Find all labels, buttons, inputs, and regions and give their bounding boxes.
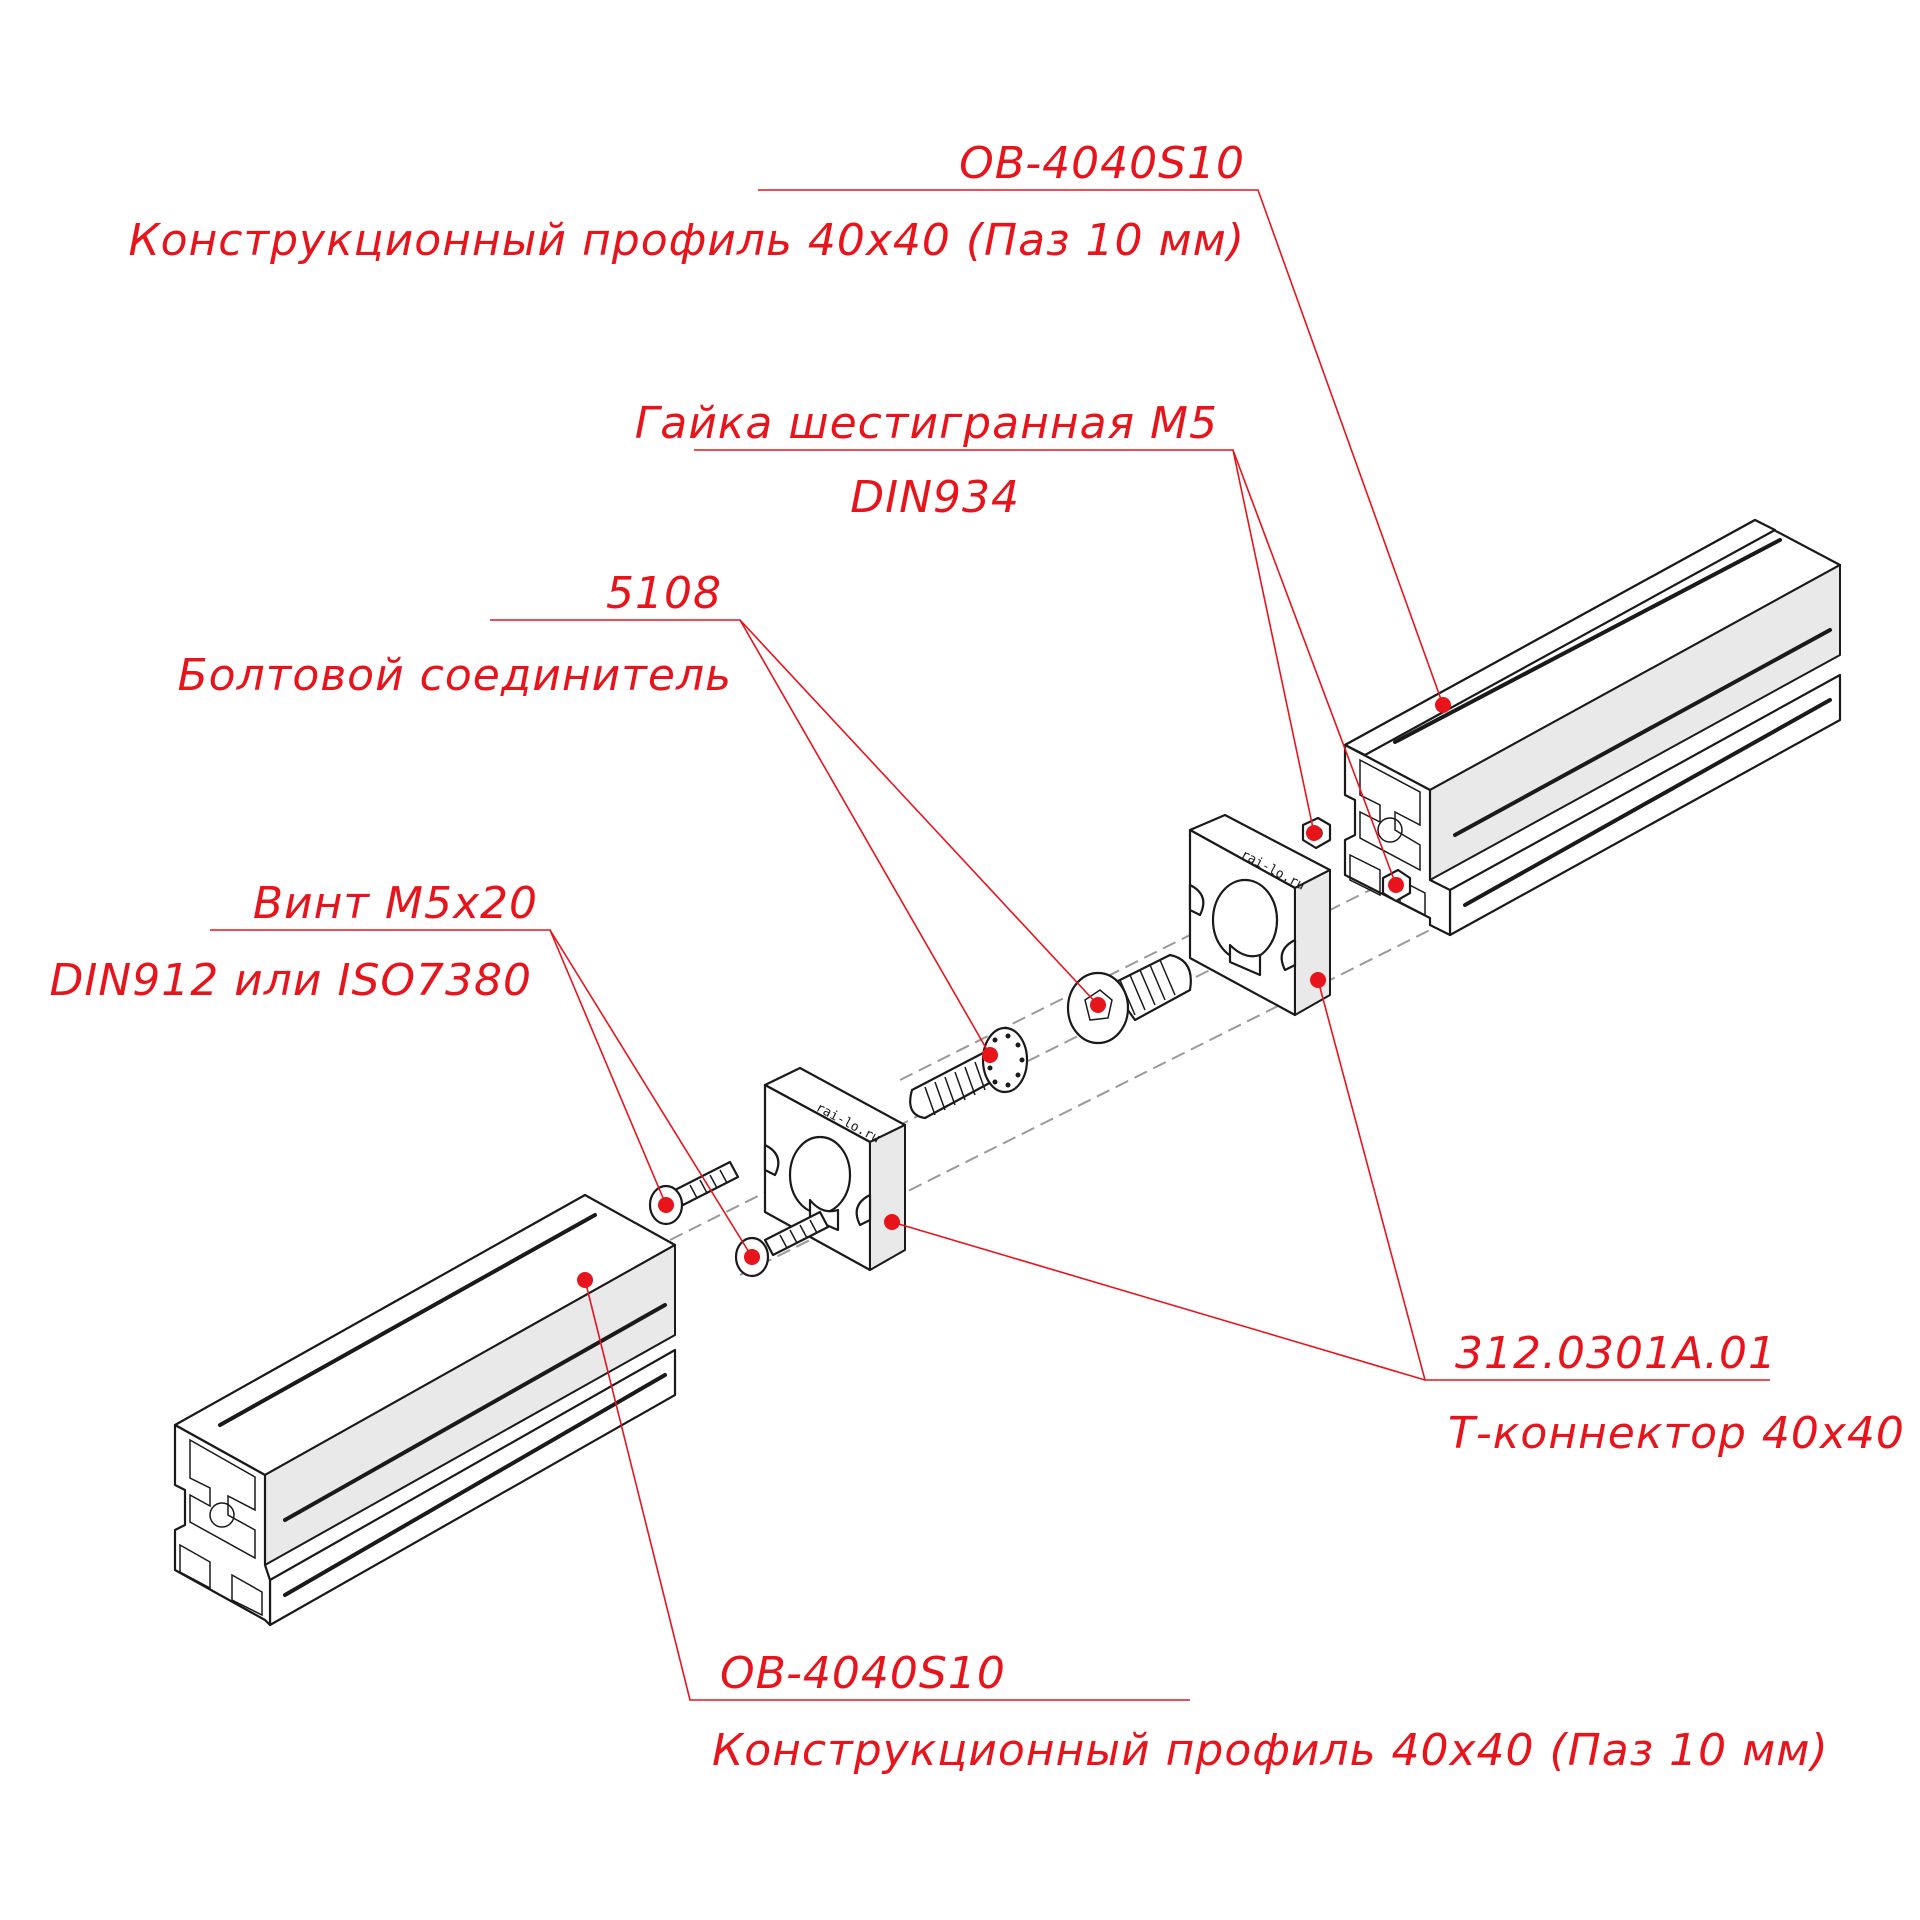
profile-bottom-name: Конструкционный профиль 40х40 (Паз 10 мм… (712, 1725, 1829, 1776)
callout-hex-nut: Гайка шестигранная М5 DIN934 (635, 398, 1218, 523)
callout-t-connector: 312.0301А.01 Т-коннектор 40х40 (1448, 1328, 1905, 1459)
bolt-connector-code: 5108 (606, 568, 722, 619)
bolt-connector-lower (909, 1026, 1029, 1120)
screw-name: DIN912 или ISO7380 (49, 955, 532, 1006)
socket-head-screw (648, 1160, 740, 1226)
bolt-connector-name: Болтовой соединитель (177, 650, 732, 701)
callout-profile-bottom: OB-4040S10 Конструкционный профиль 40х40… (712, 1648, 1829, 1776)
bolt-connector-upper (1066, 953, 1192, 1045)
profile-top-name: Конструкционный профиль 40х40 (Паз 10 мм… (128, 215, 1245, 266)
t-connector-code: 312.0301А.01 (1455, 1328, 1777, 1379)
callout-profile-top: OB-4040S10 Конструкционный профиль 40х40… (128, 138, 1245, 266)
profile-lower (173, 1193, 677, 1627)
profile-upper (1343, 518, 1842, 937)
t-connector-lower: rai-lo.ru (763, 1066, 907, 1272)
screw-code: Винт М5х20 (253, 878, 538, 929)
t-connector-name: Т-коннектор 40х40 (1448, 1408, 1905, 1459)
profile-bottom-code: OB-4040S10 (720, 1648, 1006, 1699)
profile-upper-end-face (1343, 743, 1452, 937)
profile-lower-end-face (173, 1423, 272, 1627)
callout-screw: Винт М5х20 DIN912 или ISO7380 (49, 878, 538, 1006)
hex-nut-name: DIN934 (850, 472, 1020, 523)
callout-bolt-connector: 5108 Болтовой соединитель (177, 568, 732, 701)
profile-top-code: OB-4040S10 (959, 138, 1245, 189)
leader-dots (577, 697, 1451, 1288)
leader-lines (210, 189, 1770, 1701)
hex-nut-code: Гайка шестигранная М5 (635, 398, 1218, 449)
t-connector-upper: rai-lo.ru (1188, 813, 1332, 1017)
